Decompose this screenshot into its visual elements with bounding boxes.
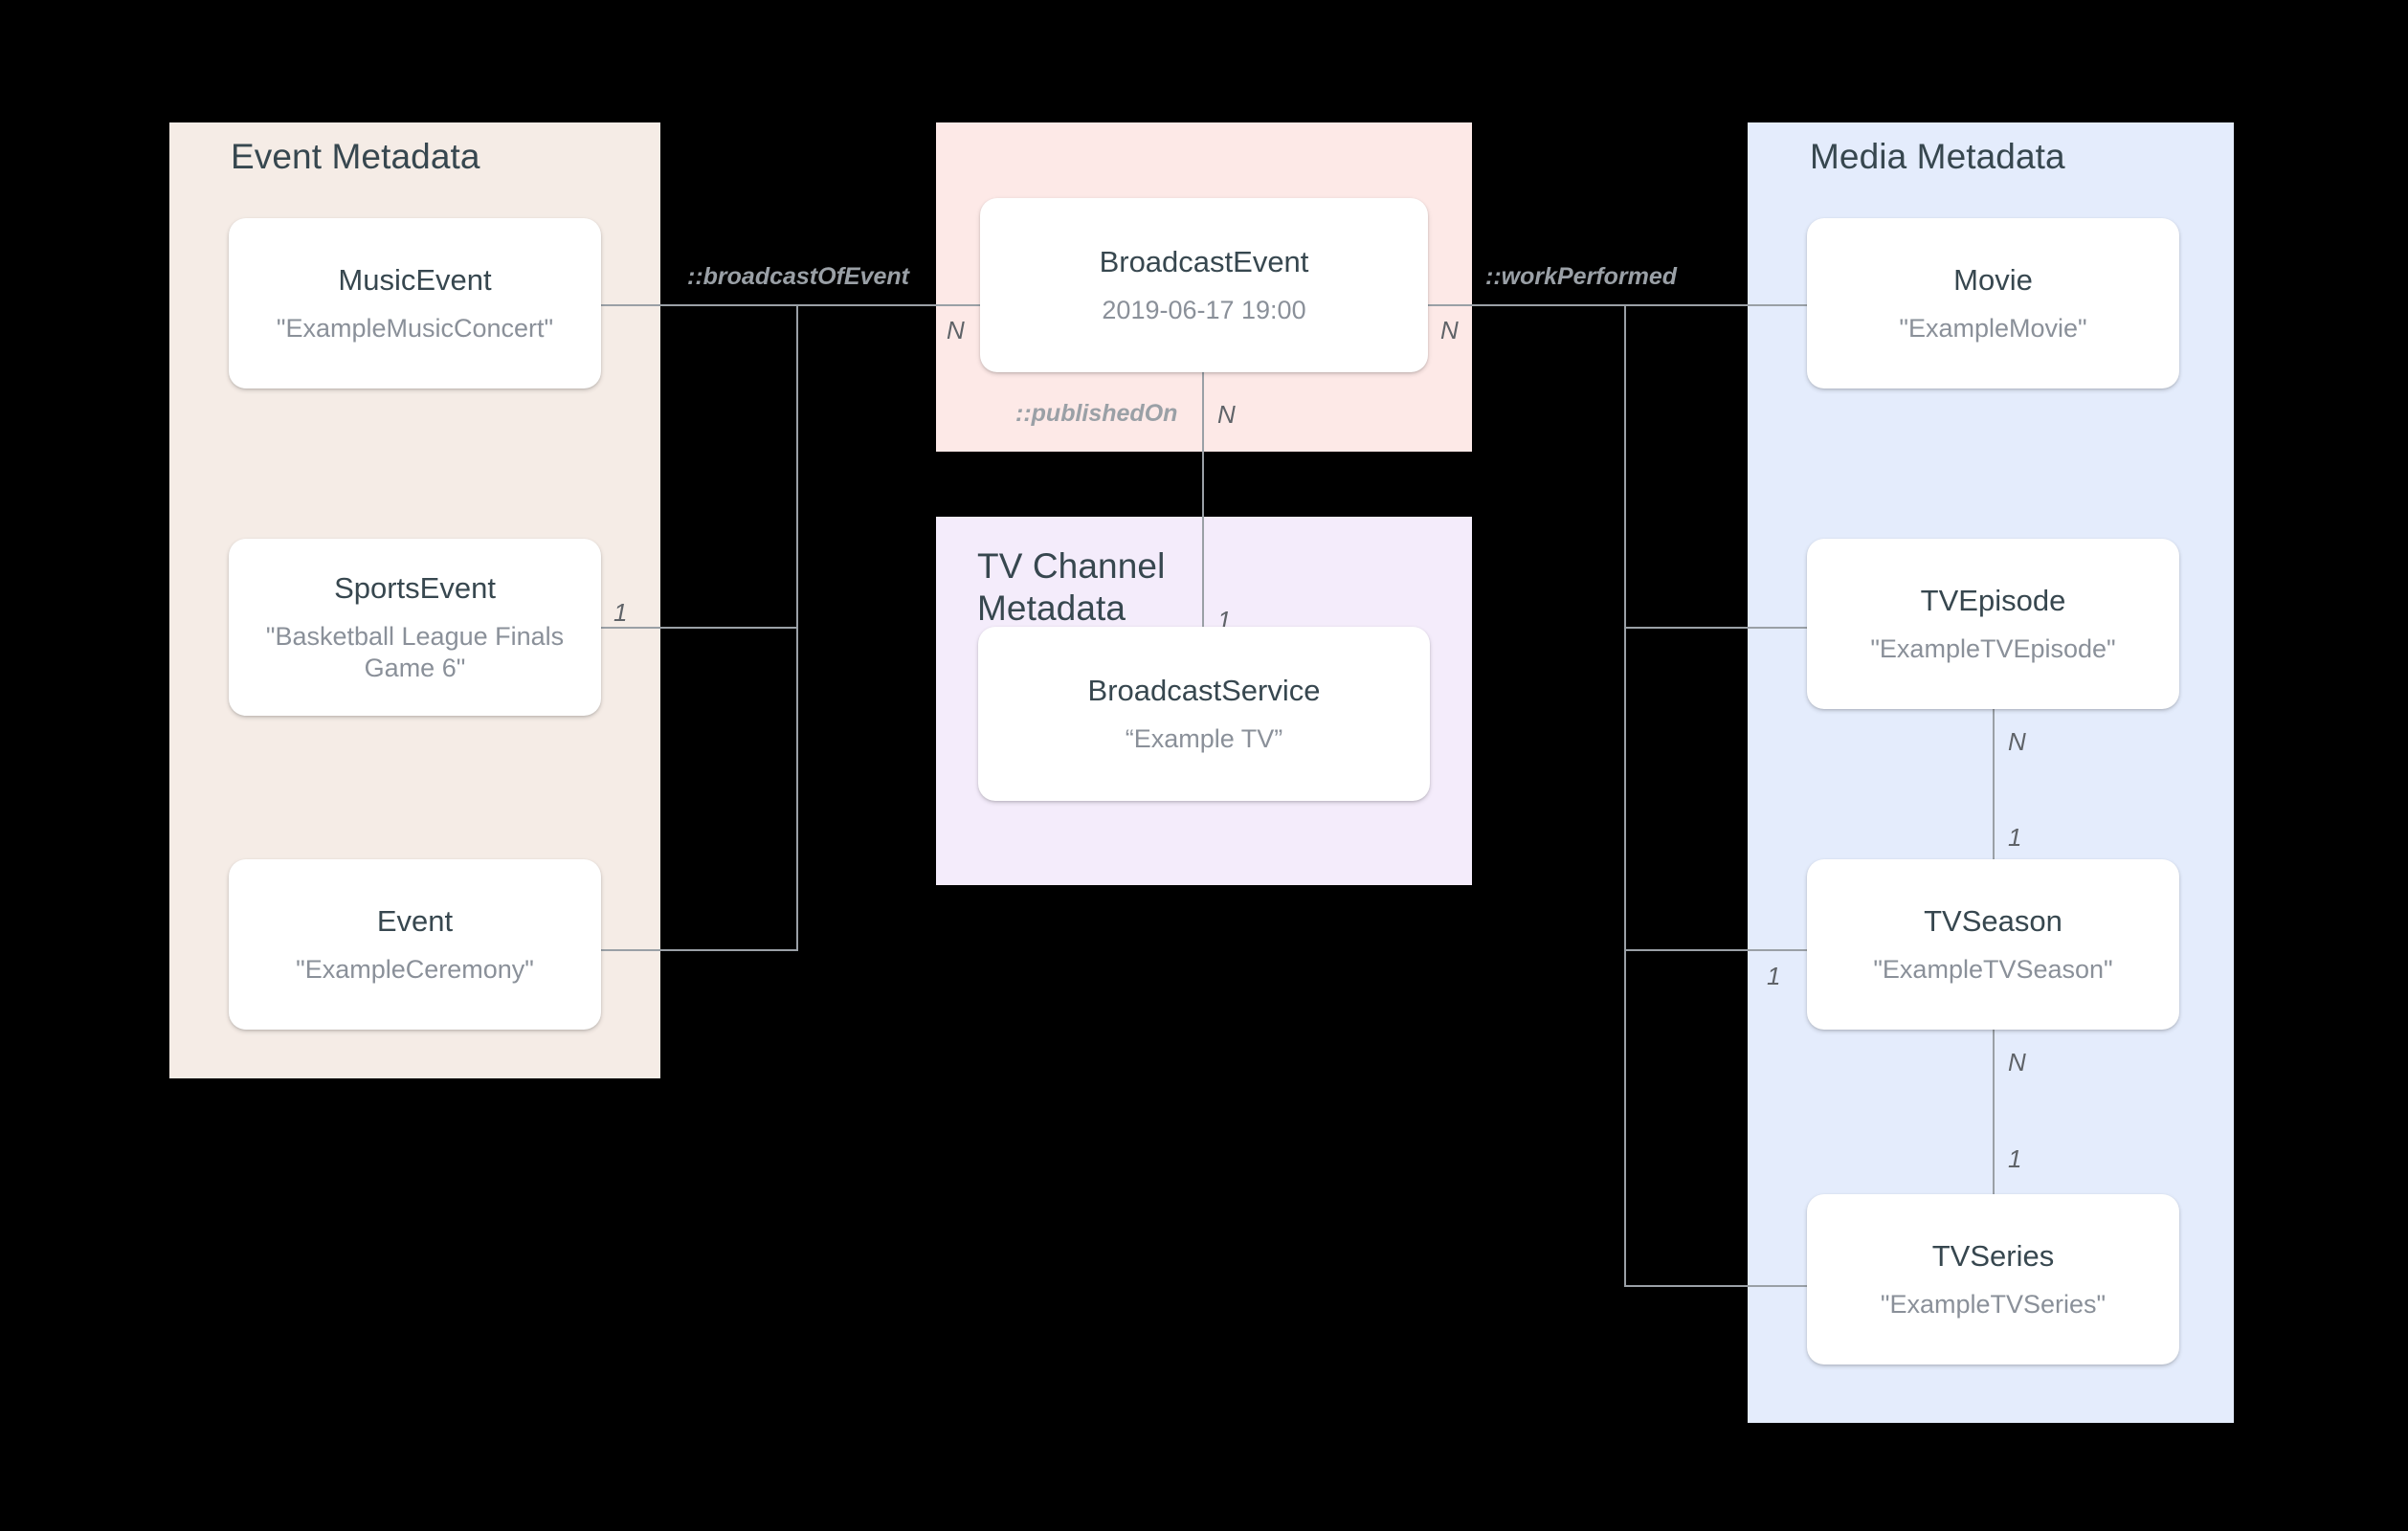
edge-event-stub: [601, 949, 798, 951]
group-title-event-metadata: Event Metadata: [231, 137, 480, 176]
entity-value-label: "ExampleCeremony": [296, 955, 534, 985]
entity-node-music-event[interactable]: MusicEvent "ExampleMusicConcert": [229, 218, 601, 388]
cardinality-tv-series-top: 1: [2008, 1144, 2022, 1173]
edge-music-event-stub: [601, 304, 798, 306]
edge-event-vertical-bus: [796, 304, 798, 951]
entity-node-movie[interactable]: Movie "ExampleMovie": [1807, 218, 2179, 388]
edge-tv-episode-to-tv-season: [1993, 709, 1995, 859]
relation-label-broadcast-of-event: ::broadcastOfEvent: [687, 263, 909, 290]
entity-node-broadcast-event[interactable]: BroadcastEvent 2019-06-17 19:00: [980, 198, 1428, 372]
edge-broadcast-event-to-bus: [1428, 304, 1626, 306]
entity-value-label: “Example TV”: [1125, 724, 1283, 754]
relation-label-published-on: ::publishedOn: [1015, 400, 1178, 427]
cardinality-broadcast-event-right: N: [1440, 316, 1459, 344]
cardinality-broadcast-event-bottom: N: [1217, 400, 1236, 429]
edge-bus-to-tv-season: [1624, 949, 1807, 951]
entity-type-label: SportsEvent: [334, 570, 496, 605]
edge-published-on: [1202, 372, 1204, 627]
entity-type-label: Event: [376, 903, 454, 938]
entity-node-event[interactable]: Event "ExampleCeremony": [229, 859, 601, 1030]
entity-node-broadcast-service[interactable]: BroadcastService “Example TV”: [978, 627, 1430, 801]
cardinality-tv-season-bottom: N: [2008, 1048, 2026, 1076]
entity-value-label: "Basketball League Finals Game 6": [265, 622, 565, 683]
cardinality-tv-season-left: 1: [1767, 962, 1781, 990]
group-title-tv-channel-metadata: TV Channel Metadata: [977, 546, 1166, 628]
entity-type-label: Movie: [1953, 262, 2033, 297]
entity-value-label: "ExampleMovie": [1899, 314, 2087, 344]
entity-type-label: TVSeason: [1924, 903, 2062, 938]
entity-value-label: "ExampleTVSeason": [1873, 955, 2113, 985]
edge-tv-season-to-tv-series: [1993, 1030, 1995, 1194]
entity-value-label: "ExampleMusicConcert": [276, 314, 554, 344]
cardinality-tv-episode-bottom: N: [2008, 727, 2026, 756]
entity-value-label: "ExampleTVSeries": [1880, 1290, 2107, 1320]
edge-bus-to-broadcast-event: [796, 304, 980, 306]
entity-type-label: BroadcastService: [1087, 673, 1321, 707]
entity-node-tv-series[interactable]: TVSeries "ExampleTVSeries": [1807, 1194, 2179, 1365]
entity-value-label: "ExampleTVEpisode": [1870, 634, 2116, 664]
edge-media-vertical-bus: [1624, 304, 1626, 1287]
cardinality-sports-event-side: 1: [613, 598, 628, 627]
entity-node-tv-season[interactable]: TVSeason "ExampleTVSeason": [1807, 859, 2179, 1030]
entity-value-label: 2019-06-17 19:00: [1102, 296, 1306, 325]
entity-node-tv-episode[interactable]: TVEpisode "ExampleTVEpisode": [1807, 539, 2179, 709]
entity-type-label: BroadcastEvent: [1099, 244, 1309, 278]
entity-type-label: TVEpisode: [1920, 583, 2066, 617]
cardinality-broadcast-event-left: N: [947, 316, 965, 344]
entity-node-sports-event[interactable]: SportsEvent "Basketball League Finals Ga…: [229, 539, 601, 716]
edge-bus-to-tv-series: [1624, 1285, 1807, 1287]
edge-bus-to-tv-episode: [1624, 627, 1807, 629]
entity-type-label: MusicEvent: [338, 262, 492, 297]
cardinality-tv-season-top: 1: [2008, 823, 2022, 852]
group-title-media-metadata: Media Metadata: [1810, 137, 2065, 176]
edge-sports-event-stub: [601, 627, 798, 629]
edge-bus-to-movie: [1624, 304, 1807, 306]
relation-label-work-performed: ::workPerformed: [1485, 263, 1678, 290]
entity-type-label: TVSeries: [1931, 1238, 2055, 1273]
